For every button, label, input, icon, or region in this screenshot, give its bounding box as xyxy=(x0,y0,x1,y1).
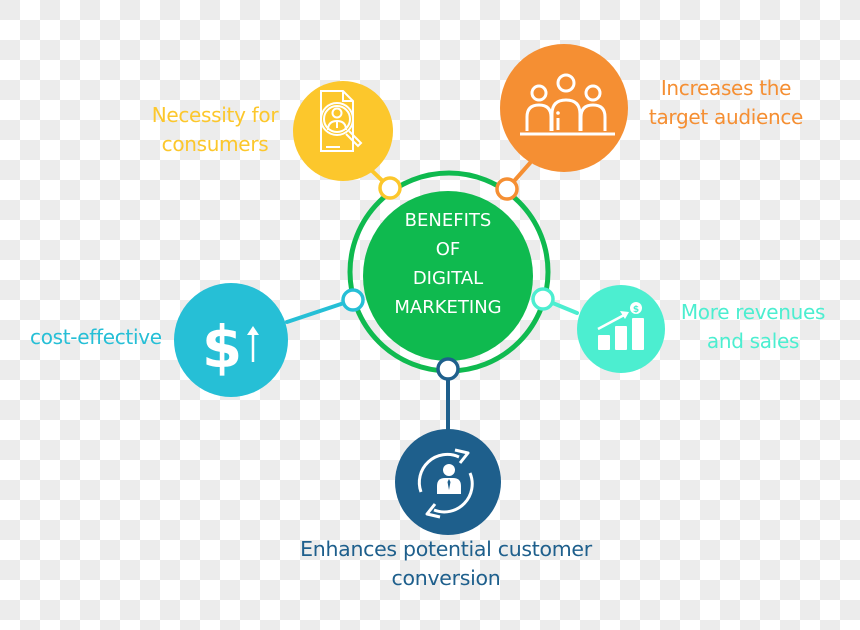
label-cost-line-1: cost-effective xyxy=(30,325,162,349)
benefit-cost: $ xyxy=(174,283,288,397)
label-audience-line-1: Increases the xyxy=(660,76,792,100)
center-disc xyxy=(363,191,533,361)
title-line-1: BENEFITS xyxy=(404,210,492,231)
benefit-revenue: $ xyxy=(577,285,665,373)
up-arrow-icon xyxy=(247,326,259,362)
dollar-icon: $ xyxy=(202,313,242,381)
label-cost: cost-effective xyxy=(30,323,170,352)
label-necessity: Necessity for consumers xyxy=(147,101,283,159)
node-cyan xyxy=(341,288,365,312)
label-necessity-line-1: Necessity for xyxy=(151,103,279,127)
label-revenue-line-1: More revenues xyxy=(680,300,826,324)
label-necessity-line-2: consumers xyxy=(161,132,269,156)
node-mint xyxy=(531,287,555,311)
center-title: BENEFITS OF DIGITAL MARKETING xyxy=(363,206,533,322)
title-line-4: MARKETING xyxy=(394,297,502,318)
title-line-2: OF xyxy=(435,239,461,260)
magnifier-person-document-icon xyxy=(320,90,363,152)
label-audience: Increases the target audience xyxy=(646,74,806,132)
label-conversion-line-2: conversion xyxy=(391,566,501,590)
svg-text:$: $ xyxy=(633,305,639,315)
node-orange xyxy=(495,177,519,201)
cost-circle xyxy=(174,283,288,397)
label-conversion: Enhances potential customer conversion xyxy=(286,535,606,593)
tie-icon xyxy=(447,479,451,490)
benefit-necessity xyxy=(293,81,393,181)
benefit-conversion xyxy=(395,429,501,535)
label-revenue: More revenues and sales xyxy=(674,298,832,356)
info-dot xyxy=(556,111,560,115)
label-conversion-line-1: Enhances potential customer xyxy=(300,537,592,561)
node-yellow xyxy=(378,176,402,200)
audience-circle xyxy=(500,44,628,172)
group-of-people-icon xyxy=(520,73,615,136)
label-revenue-line-2: and sales xyxy=(706,329,800,353)
node-navy xyxy=(436,357,460,381)
person-refresh-cycle-icon xyxy=(417,448,474,519)
benefit-audience xyxy=(500,44,628,172)
ring-nodes xyxy=(341,176,555,381)
label-audience-line-2: target audience xyxy=(648,105,804,129)
bar-chart-growth-icon: $ xyxy=(597,302,644,350)
title-line-3: DIGITAL xyxy=(412,268,484,289)
